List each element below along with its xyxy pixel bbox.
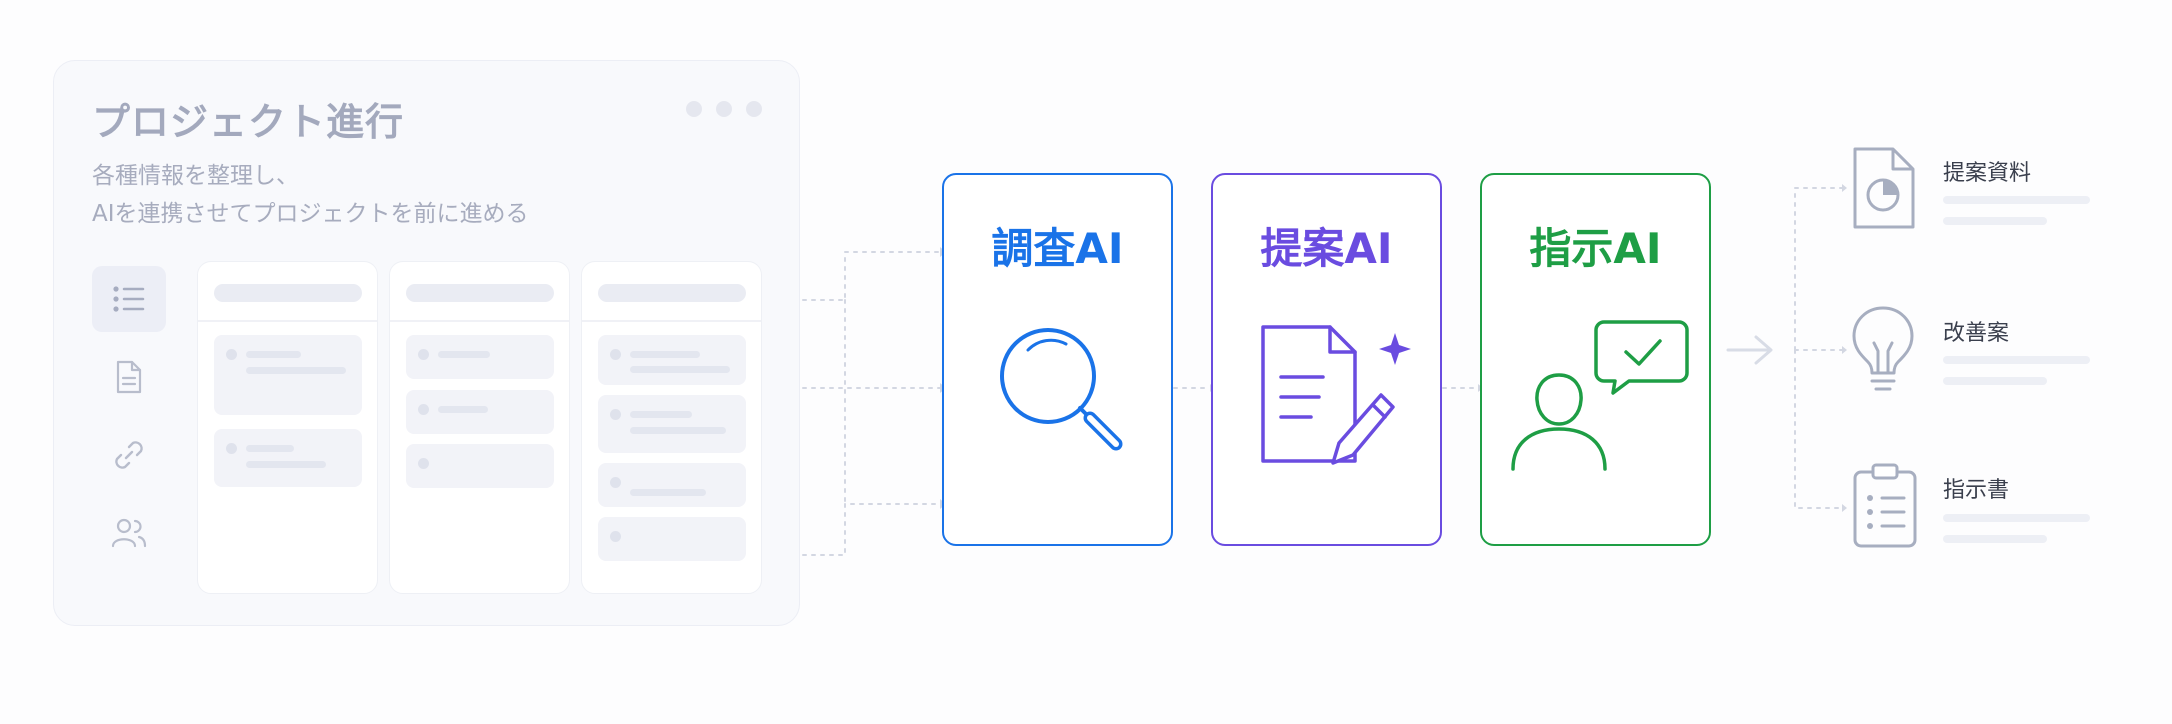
sidebar-item-document[interactable] [92, 344, 166, 410]
output-label-instruction: 指示書 [1943, 478, 2010, 503]
kanban-column-2 [389, 261, 570, 594]
output-line [1943, 356, 2090, 364]
output-label-improvement: 改善案 [1943, 321, 2010, 346]
kanban-column-3 [581, 261, 762, 594]
project-title: プロジェクト進行 [92, 100, 405, 144]
kanban-column-1 [197, 261, 378, 594]
window-dot-2 [716, 101, 732, 117]
project-description: 各種情報を整理し、 AIを連携させてプロジェクトを前に進める [92, 157, 529, 233]
proposal-ai-card[interactable]: 提案AI [1211, 173, 1442, 546]
output-line [1943, 377, 2047, 385]
kanban-card[interactable] [406, 335, 554, 379]
output-line [1943, 217, 2047, 225]
lightbulb-icon [1852, 306, 1914, 391]
magnifier-icon [1000, 328, 1123, 451]
person-check-bubble-icon [1511, 320, 1689, 471]
kanban-card[interactable] [598, 335, 746, 385]
output-line [1943, 514, 2090, 522]
window-dot-1 [686, 101, 702, 117]
output-line [1943, 535, 2047, 543]
instruction-ai-title: 指示AI [1529, 224, 1662, 273]
kanban-card[interactable] [214, 429, 362, 487]
report-chart-icon [1853, 147, 1915, 229]
kanban-card[interactable] [598, 395, 746, 453]
window-dot-3 [746, 101, 762, 117]
clipboard-icon [1853, 463, 1917, 548]
document-pencil-icon [1261, 325, 1411, 465]
kanban-card[interactable] [406, 390, 554, 434]
kanban-card[interactable] [214, 335, 362, 415]
sidebar-item-link[interactable] [92, 422, 166, 488]
output-label-proposal: 提案資料 [1943, 161, 2032, 186]
proposal-ai-title: 提案AI [1260, 224, 1393, 273]
research-ai-title: 調査AI [991, 224, 1124, 273]
sidebar-item-users[interactable] [92, 500, 166, 566]
document-icon [116, 360, 142, 394]
users-icon [111, 518, 147, 548]
sidebar-item-list[interactable] [92, 266, 166, 332]
instruction-ai-card[interactable]: 指示AI [1480, 173, 1711, 546]
research-ai-card[interactable]: 調査AI [942, 173, 1173, 546]
project-description-line1: 各種情報を整理し、 [92, 163, 299, 189]
kanban-card[interactable] [598, 463, 746, 507]
list-icon [113, 286, 145, 312]
project-panel: プロジェクト進行 各種情報を整理し、 AIを連携させてプロジェクトを前に進める [53, 60, 800, 626]
link-icon [115, 441, 143, 469]
kanban-card[interactable] [598, 517, 746, 561]
kanban-card[interactable] [406, 444, 554, 488]
project-description-line2: AIを連携させてプロジェクトを前に進める [92, 201, 529, 227]
output-line [1943, 196, 2090, 204]
